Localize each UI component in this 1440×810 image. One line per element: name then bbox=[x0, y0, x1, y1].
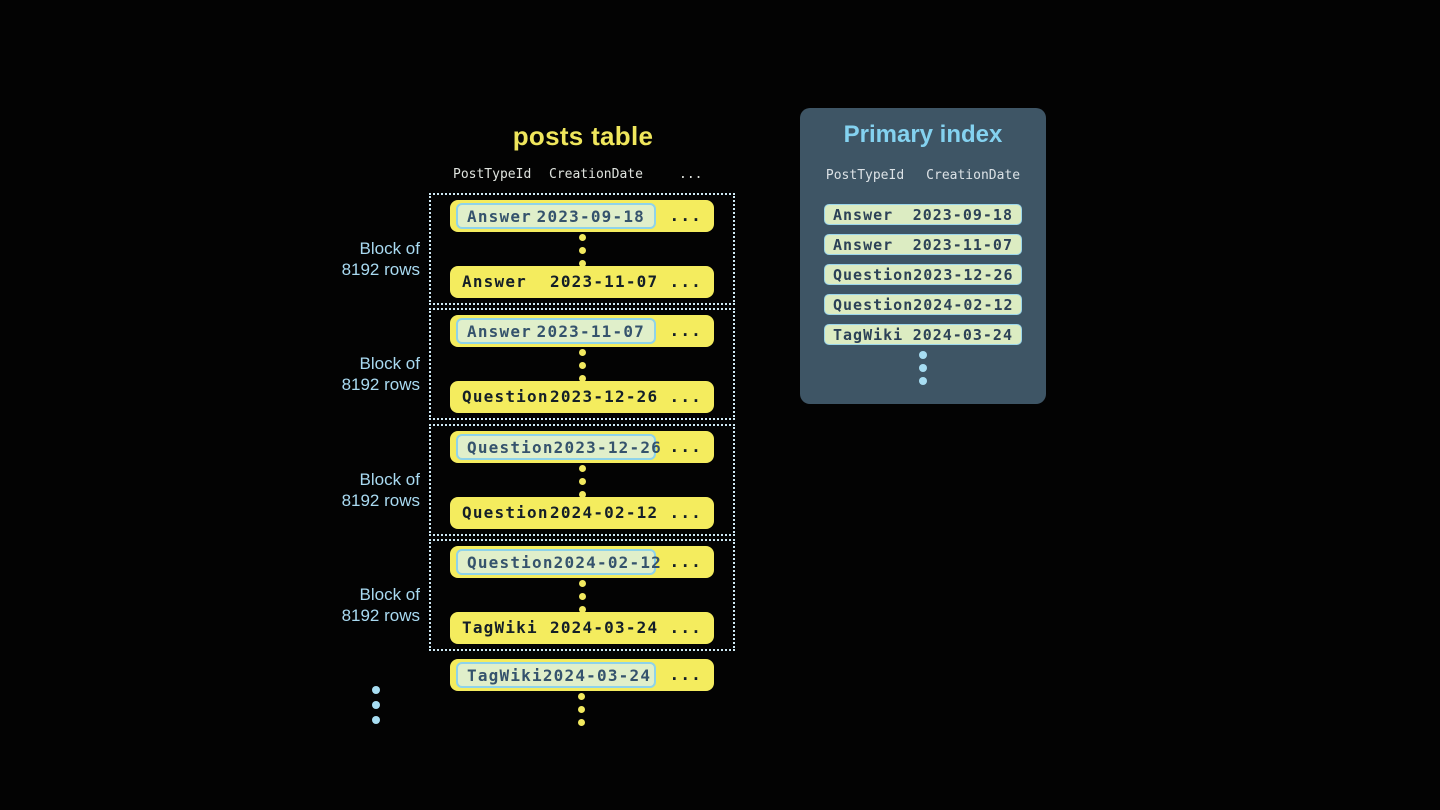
row-date-cell: 2023-11-07 bbox=[536, 321, 645, 341]
row-date-cell: 2024-03-24 bbox=[912, 325, 1013, 344]
index-row: Answer 2023-09-18 bbox=[824, 204, 1022, 225]
row-date-cell: 2024-02-12 bbox=[553, 552, 662, 572]
row-block-3: Question 2023-12-26 ... Question 2024-02… bbox=[429, 424, 735, 536]
index-row: Answer 2023-11-07 bbox=[824, 234, 1022, 255]
row-ellipsis: ... bbox=[669, 272, 702, 291]
more-blocks-dots bbox=[372, 686, 380, 724]
index-entry-highlight-box: Question 2024-02-12 bbox=[456, 549, 661, 575]
index-entry-highlight-box: Question 2023-12-26 bbox=[456, 434, 661, 460]
row-type-cell: Question bbox=[467, 437, 554, 457]
index-row: Question 2024-02-12 bbox=[824, 294, 1022, 315]
row-date-cell: 2023-11-07 bbox=[912, 235, 1013, 254]
table-row-block-last: Question 2024-02-12 ... bbox=[450, 497, 714, 529]
row-date-cell: 2023-12-26 bbox=[913, 265, 1014, 284]
row-type-cell: Answer bbox=[833, 235, 894, 254]
primary-index-column-headers: PostTypeId CreationDate bbox=[800, 168, 1046, 183]
block-label: Block of 8192 rows bbox=[341, 470, 420, 510]
row-date-cell: 2024-02-12 bbox=[550, 503, 659, 522]
vertical-ellipsis-dots bbox=[579, 234, 586, 267]
block-label: Block of 8192 rows bbox=[341, 239, 420, 279]
primary-index-rows: Answer 2023-09-18 Answer 2023-11-07 Ques… bbox=[824, 204, 1022, 354]
posts-table-title: posts table bbox=[512, 121, 654, 151]
row-block-1: Answer 2023-09-18 ... Answer 2023-11-07 … bbox=[429, 193, 735, 305]
more-index-entries-dots bbox=[919, 351, 927, 385]
vertical-ellipsis-dots bbox=[579, 580, 586, 613]
column-header-creationdate: CreationDate bbox=[549, 167, 643, 182]
table-row-block-first: Answer 2023-11-07 ... bbox=[450, 315, 714, 347]
row-date-cell: 2024-02-12 bbox=[913, 295, 1014, 314]
row-ellipsis: ... bbox=[669, 321, 702, 340]
column-header-ellipsis: ... bbox=[679, 167, 703, 182]
row-date-cell: 2024-03-24 bbox=[550, 618, 659, 637]
primary-index-panel: Primary index PostTypeId CreationDate An… bbox=[800, 108, 1046, 404]
row-type-cell: TagWiki bbox=[833, 325, 904, 344]
row-type-cell: Answer bbox=[462, 272, 527, 291]
column-header-posttypeid: PostTypeId bbox=[453, 167, 532, 182]
index-entry-highlight-box: Answer 2023-09-18 bbox=[456, 203, 656, 229]
row-type-cell: TagWiki bbox=[462, 618, 538, 637]
vertical-ellipsis-dots bbox=[579, 465, 586, 498]
index-row: Question 2023-12-26 bbox=[824, 264, 1022, 285]
row-type-cell: Question bbox=[462, 387, 549, 406]
row-ellipsis: ... bbox=[669, 387, 702, 406]
vertical-ellipsis-dots bbox=[579, 349, 586, 382]
row-ellipsis: ... bbox=[669, 552, 702, 571]
row-type-cell: Answer bbox=[833, 205, 894, 224]
more-rows-dots bbox=[578, 693, 585, 726]
row-type-cell: Question bbox=[833, 295, 914, 314]
row-type-cell: Answer bbox=[467, 321, 532, 341]
row-ellipsis: ... bbox=[669, 206, 702, 225]
index-entry-highlight-box: Answer 2023-11-07 bbox=[456, 318, 656, 344]
table-row-next-block-first: TagWiki 2024-03-24 ... bbox=[450, 659, 714, 691]
row-date-cell: 2023-12-26 bbox=[553, 437, 662, 457]
row-type-cell: TagWiki bbox=[467, 665, 543, 685]
table-row-block-last: TagWiki 2024-03-24 ... bbox=[450, 612, 714, 644]
row-date-cell: 2023-12-26 bbox=[550, 387, 659, 406]
column-header-posttypeid: PostTypeId bbox=[825, 168, 905, 183]
row-date-cell: 2023-09-18 bbox=[912, 205, 1013, 224]
index-entry-highlight-box: TagWiki 2024-03-24 bbox=[456, 662, 656, 688]
row-ellipsis: ... bbox=[669, 437, 702, 456]
table-row-block-first: Question 2024-02-12 ... bbox=[450, 546, 714, 578]
table-row-block-last: Question 2023-12-26 ... bbox=[450, 381, 714, 413]
row-block-4: Question 2024-02-12 ... TagWiki 2024-03-… bbox=[429, 539, 735, 651]
row-block-2: Answer 2023-11-07 ... Question 2023-12-2… bbox=[429, 308, 735, 420]
row-ellipsis: ... bbox=[669, 665, 702, 684]
table-row-block-first: Question 2023-12-26 ... bbox=[450, 431, 714, 463]
row-ellipsis: ... bbox=[669, 618, 702, 637]
block-label: Block of 8192 rows bbox=[341, 585, 420, 625]
row-type-cell: Question bbox=[467, 552, 554, 572]
block-label: Block of 8192 rows bbox=[341, 354, 420, 394]
row-date-cell: 2024-03-24 bbox=[542, 665, 652, 685]
table-row-block-first: Answer 2023-09-18 ... bbox=[450, 200, 714, 232]
row-ellipsis: ... bbox=[669, 503, 702, 522]
index-row: TagWiki 2024-03-24 bbox=[824, 324, 1022, 345]
table-row-block-last: Answer 2023-11-07 ... bbox=[450, 266, 714, 298]
row-date-cell: 2023-11-07 bbox=[550, 272, 659, 291]
row-type-cell: Answer bbox=[467, 206, 532, 226]
row-type-cell: Question bbox=[462, 503, 549, 522]
column-header-creationdate: CreationDate bbox=[926, 168, 1021, 183]
primary-index-title: Primary index bbox=[843, 121, 1003, 148]
row-type-cell: Question bbox=[833, 265, 914, 284]
row-date-cell: 2023-09-18 bbox=[536, 206, 645, 226]
